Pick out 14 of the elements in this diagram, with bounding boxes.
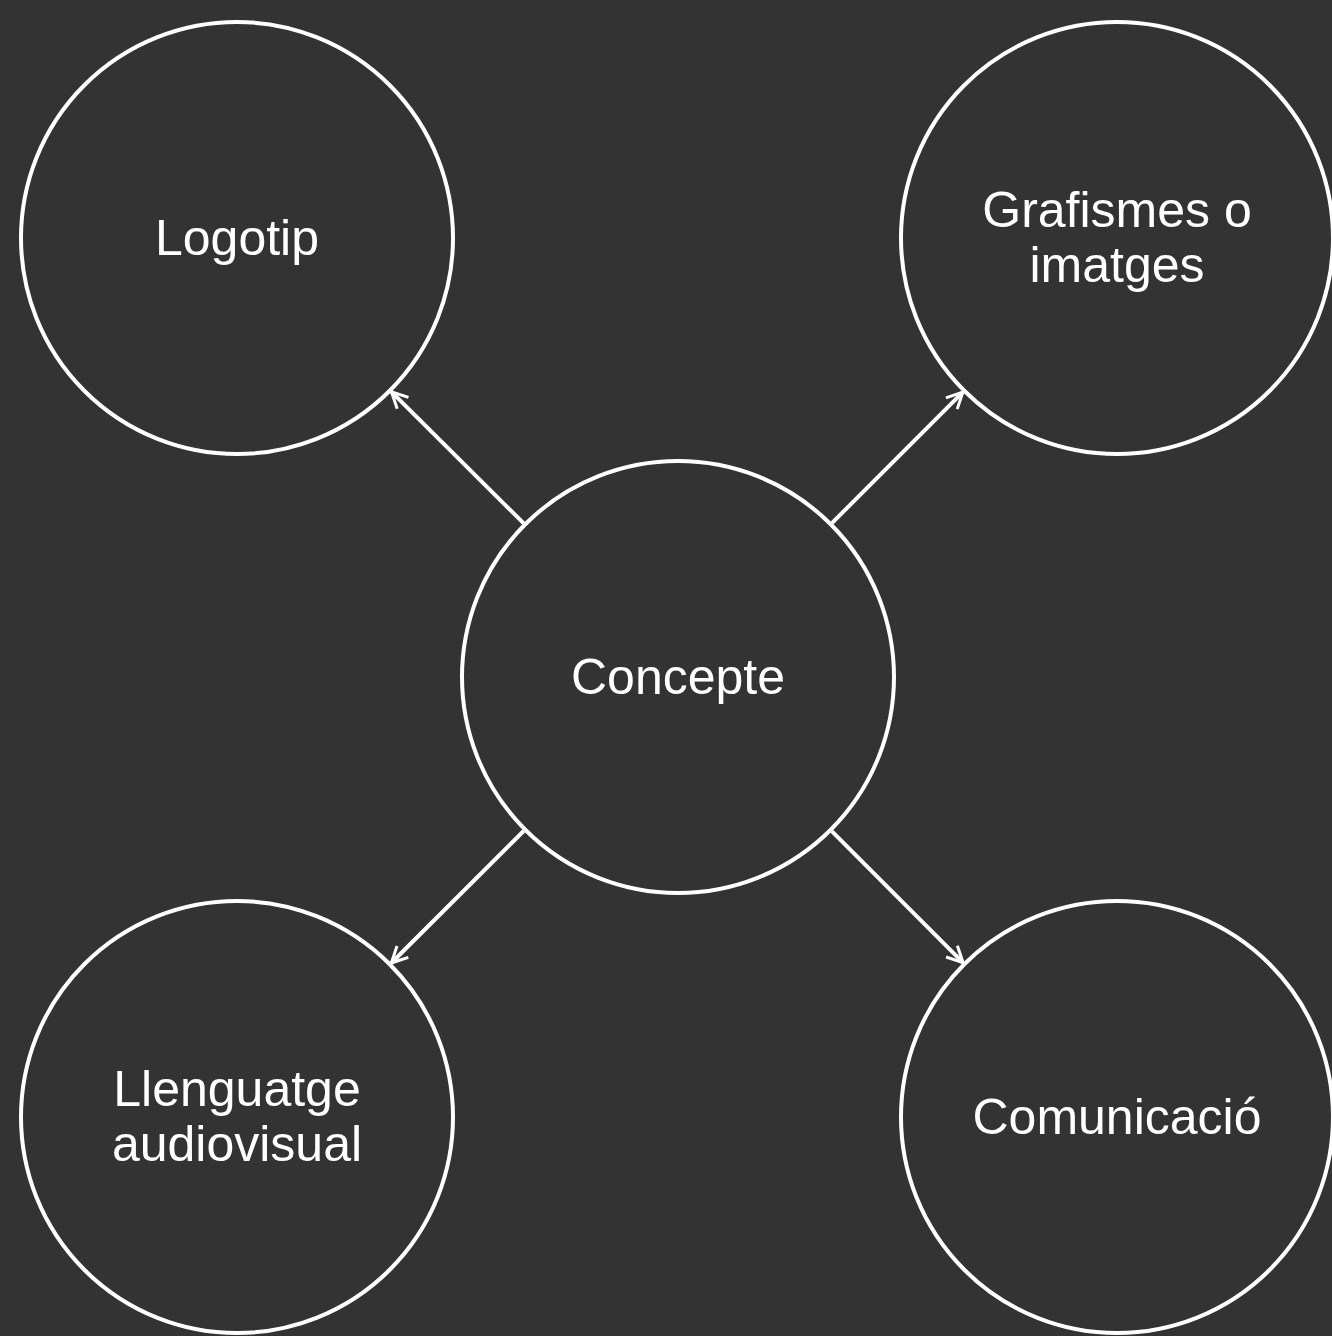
concept-circle [899, 20, 1332, 456]
node-label: Comunicació [972, 1089, 1262, 1145]
arrow [830, 390, 965, 525]
arrow [390, 390, 525, 525]
node-label: Logotip [154, 210, 319, 266]
concept-circle [19, 899, 455, 1335]
concept-circle [19, 20, 455, 456]
arrow [389, 829, 526, 965]
concept-circle [899, 899, 1332, 1335]
node-label: Concepte [570, 649, 785, 705]
node-label: Grafismes o imatges [981, 183, 1253, 293]
concept-circle [460, 459, 896, 895]
arrow [830, 829, 965, 965]
node-label: Llenguatge audiovisual [110, 1062, 364, 1172]
